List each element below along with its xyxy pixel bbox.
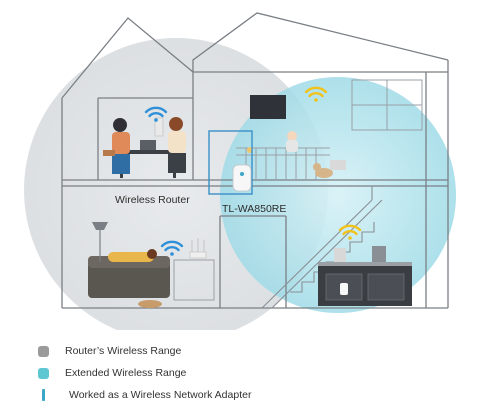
legend-extended-range: Extended Wireless Range	[38, 367, 186, 379]
living-room-scene	[88, 222, 215, 308]
wireless-router-label: Wireless Router	[115, 194, 190, 206]
legend-router-range-text: Router’s Wireless Range	[65, 345, 182, 357]
kitchen-scene	[318, 246, 412, 306]
bedroom-scene	[247, 79, 423, 178]
router-range-swatch	[38, 345, 49, 357]
legend-extended-range-text: Extended Wireless Range	[65, 367, 187, 379]
extender-highlight-frame	[208, 130, 253, 195]
wifi-blue-icon-router	[160, 240, 184, 256]
extender-model-label: TL-WA850RE	[222, 203, 287, 215]
tl-wa850re-device	[232, 164, 252, 192]
office-scene	[103, 117, 186, 178]
wifi-yellow-icon-kitchen	[338, 224, 362, 240]
legend-network-adapter-text: Worked as a Wireless Network Adapter	[69, 389, 252, 401]
extended-range-circle	[220, 77, 456, 313]
house-network-diagram	[24, 12, 456, 330]
legend-router-range: Router’s Wireless Range	[38, 345, 181, 357]
upstairs-railing	[236, 147, 330, 180]
wifi-yellow-icon	[304, 86, 328, 102]
house-outline	[61, 12, 449, 309]
extended-range-swatch	[38, 367, 49, 379]
network-adapter-bar	[42, 389, 45, 401]
legend-network-adapter: Worked as a Wireless Network Adapter	[38, 389, 251, 401]
wifi-blue-icon	[144, 106, 168, 122]
